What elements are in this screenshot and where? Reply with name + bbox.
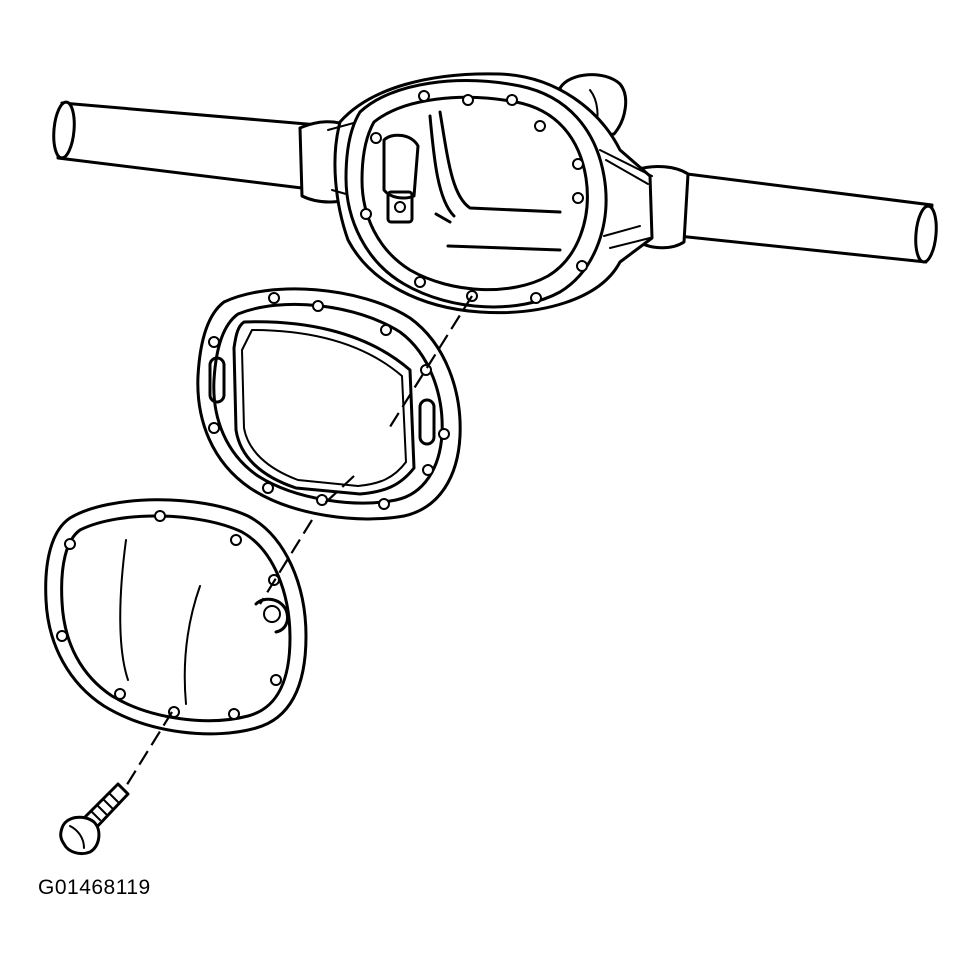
cover-gasket [196, 287, 462, 521]
gasket-slot-right [418, 398, 436, 446]
cover-bolt-holes [56, 510, 282, 720]
gasket-bolt-holes [208, 292, 450, 510]
axle-housing [52, 72, 938, 315]
figure-code: G01468119 [38, 876, 151, 899]
fill-plug-boss [386, 190, 414, 224]
housing-bolt-holes [360, 90, 588, 304]
left-axle-tube-end [52, 100, 76, 160]
left-axle-tube [56, 101, 332, 192]
right-axle-tube-end [914, 204, 938, 264]
gasket-inner-edge [212, 302, 444, 505]
cover-bolt [59, 782, 130, 856]
gasket-opening [232, 320, 416, 496]
cover-outer [44, 498, 308, 736]
housing-flange-inner [360, 95, 589, 292]
differential-cover [44, 498, 308, 736]
alignment-line [387, 295, 473, 431]
cover-fill-plug [254, 597, 290, 634]
gasket-slot-left [208, 356, 226, 404]
cover-flange-inner [60, 514, 292, 723]
